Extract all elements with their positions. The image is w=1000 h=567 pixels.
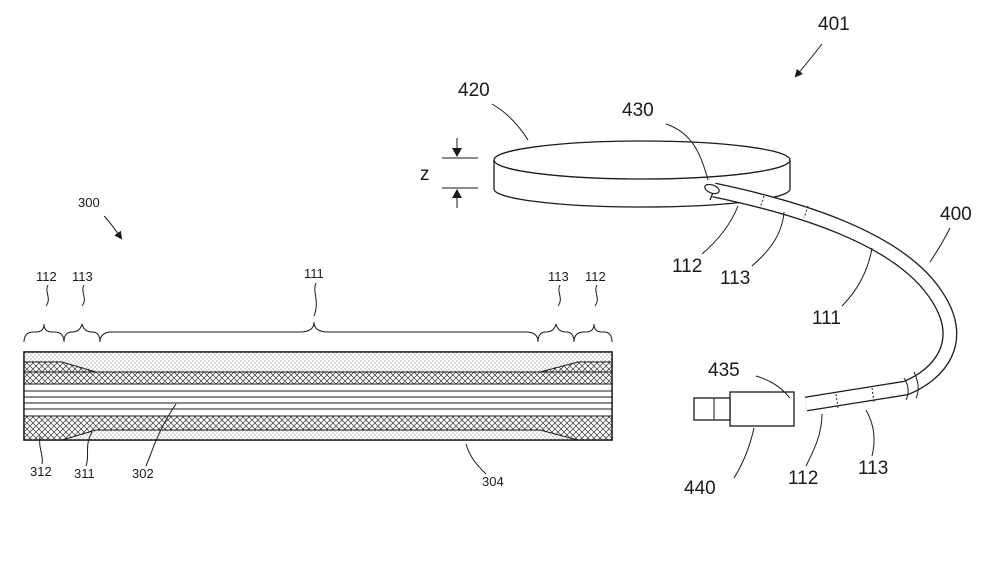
leader-435: [755, 375, 791, 399]
label-112-right: 112: [585, 269, 606, 284]
label-z: z: [420, 164, 430, 185]
leader-113-left: [81, 284, 85, 307]
label-111: 111: [304, 266, 324, 281]
charging-puck: [493, 140, 791, 208]
leader-111: [313, 282, 317, 317]
label-311: 311: [74, 466, 95, 481]
leader-430: [665, 123, 709, 181]
charger-figure: 401 420 z: [420, 14, 972, 499]
layered-strip: [23, 351, 613, 441]
cross-section-figure: 300 112 113 111 113 112: [23, 195, 613, 489]
leader-112-left: [45, 284, 49, 307]
brace-111: [99, 321, 539, 343]
label-112-lower: 112: [788, 468, 818, 489]
thickness-dimension: [442, 138, 478, 208]
leader-311: [85, 431, 93, 467]
label-112-upper: 112: [672, 256, 702, 277]
leader-113-right: [557, 284, 561, 307]
arrow-401: [794, 43, 823, 78]
leader-440: [733, 427, 755, 479]
label-113-lower: 113: [858, 458, 888, 479]
usb-connector: [693, 391, 795, 427]
leader-112-upper: [701, 205, 739, 255]
arrow-300: [103, 215, 123, 240]
label-312: 312: [30, 464, 52, 479]
label-304: 304: [482, 474, 504, 489]
label-113-upper: 113: [720, 268, 750, 289]
brace-113-left: [63, 323, 101, 343]
brace-112-left: [23, 323, 65, 343]
label-302: 302: [132, 466, 154, 481]
brace-113-right: [537, 323, 575, 343]
leader-304: [465, 443, 487, 475]
label-430: 430: [622, 100, 654, 121]
label-111-right: 111: [812, 308, 841, 329]
label-435: 435: [708, 360, 740, 381]
leader-312: [39, 435, 43, 465]
brace-112-right: [573, 323, 613, 343]
label-420: 420: [458, 80, 490, 101]
leader-113-upper: [751, 211, 785, 267]
leader-112-lower: [805, 413, 823, 467]
label-440: 440: [684, 478, 716, 499]
label-113-right: 113: [548, 269, 569, 284]
label-112-left: 112: [36, 269, 57, 284]
leader-302: [145, 403, 177, 467]
label-113-left: 113: [72, 269, 93, 284]
leader-113-lower: [865, 409, 875, 457]
label-400: 400: [940, 204, 972, 225]
leader-420: [491, 103, 529, 141]
label-300: 300: [78, 195, 100, 210]
leader-112-right: [594, 284, 598, 307]
leader-400: [929, 227, 951, 263]
label-401: 401: [818, 14, 850, 35]
leader-111-right: [841, 247, 873, 307]
charging-cable: [704, 182, 958, 412]
